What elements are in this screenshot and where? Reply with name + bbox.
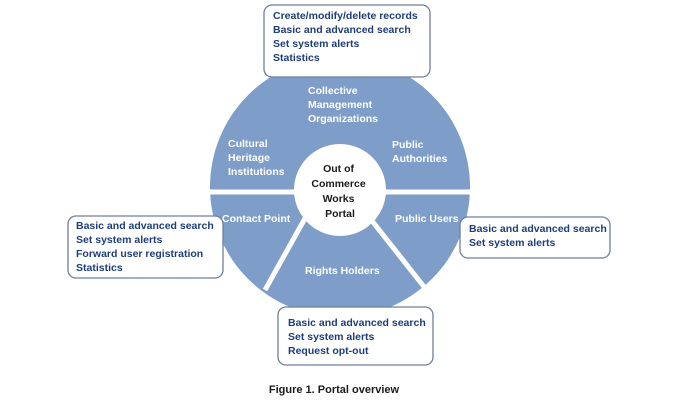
hub-label-line: Out of xyxy=(323,163,354,175)
hub-label: Out of Commerce Works Portal xyxy=(311,163,368,220)
segment-label-line: Institutions xyxy=(228,166,285,178)
callout-box-text: Basic and advanced search Set system ale… xyxy=(76,220,217,274)
portal-hub xyxy=(294,144,386,236)
callout-box-line: Basic and advanced search xyxy=(469,223,607,235)
segment-label-cultural-heritage: Cultural Heritage Institutions xyxy=(228,138,285,178)
callout-box-public-users: Basic and advanced search Set system ale… xyxy=(459,216,611,259)
divider-lower-right xyxy=(363,210,427,290)
segment-label-contact-point: Contact Point xyxy=(222,213,291,225)
segment-label-line: Cultural xyxy=(228,138,268,150)
callout-box-line: Set system alerts xyxy=(76,234,163,246)
callout-box-rights-holders: Basic and advanced search Set system ale… xyxy=(277,306,434,366)
callout-box-cmo: Create/modify/delete records Basic and a… xyxy=(263,4,431,78)
callout-box-line: Set system alerts xyxy=(469,237,556,249)
segment-label-line: Public xyxy=(392,139,424,151)
hub-label-line: Commerce xyxy=(311,178,365,190)
divider-lower-left xyxy=(262,211,311,292)
segment-label-line: Authorities xyxy=(392,153,448,165)
callout-box-text: Basic and advanced search Set system ale… xyxy=(288,317,429,357)
callout-box-line: Create/modify/delete records xyxy=(273,10,418,22)
callout-box-contact-point: Basic and advanced search Set system ale… xyxy=(67,215,224,279)
callout-box-line: Basic and advanced search xyxy=(273,24,411,36)
segment-label-public-authorities: Public Authorities xyxy=(392,139,448,165)
segment-label-line: Organizations xyxy=(308,113,378,125)
segment-label-line: Management xyxy=(308,99,373,111)
callout-box-line: Set system alerts xyxy=(288,331,375,343)
callout-box-line: Basic and advanced search xyxy=(76,220,214,232)
hub-label-line: Portal xyxy=(325,208,355,220)
callout-box-line: Set system alerts xyxy=(273,38,360,50)
callout-box-line: Basic and advanced search xyxy=(288,317,426,329)
segment-label-public-users: Public Users xyxy=(395,213,459,225)
segment-label-line: Rights Holders xyxy=(305,265,380,277)
callout-box-line: Forward user registration xyxy=(76,248,203,260)
segment-label-line: Public Users xyxy=(395,213,459,225)
callout-box-text: Create/modify/delete records Basic and a… xyxy=(273,10,421,64)
callout-box-line: Request opt-out xyxy=(288,345,369,357)
callout-box-line: Statistics xyxy=(76,262,123,274)
callout-box-text: Basic and advanced search Set system ale… xyxy=(469,223,610,249)
callout-box-line: Statistics xyxy=(273,52,320,64)
segment-dividers xyxy=(200,189,480,292)
figure-caption: Figure 1. Portal overview xyxy=(269,384,400,396)
callout-box-frame xyxy=(277,306,434,366)
segment-label-line: Collective xyxy=(308,85,358,97)
callout-box-frame xyxy=(263,4,431,78)
segment-label-line: Heritage xyxy=(228,152,270,164)
hub-label-line: Works xyxy=(323,193,355,205)
callout-box-frame xyxy=(67,215,224,279)
callout-box-frame xyxy=(459,216,611,259)
segment-label-cmo: Collective Management Organizations xyxy=(308,85,378,125)
segment-label-line: Contact Point xyxy=(222,213,291,225)
segment-label-rights-holders: Rights Holders xyxy=(305,265,380,277)
